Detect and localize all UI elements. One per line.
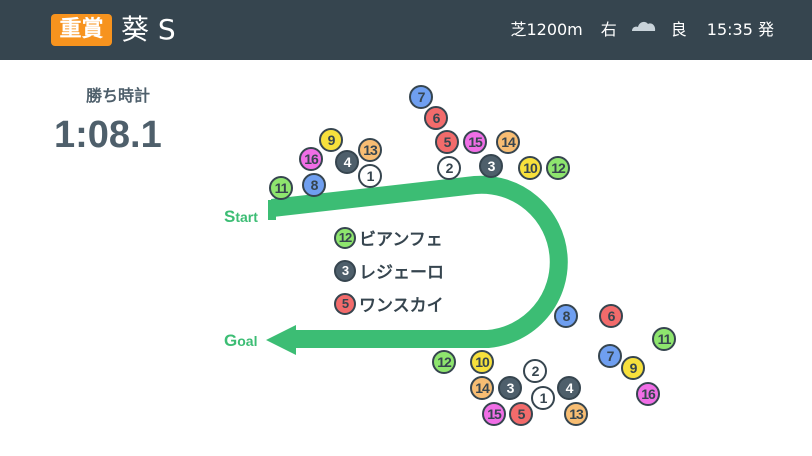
horse-marker: 13	[358, 138, 382, 162]
horse-marker: 7	[409, 85, 433, 109]
horse-marker: 4	[557, 376, 581, 400]
start-time: 15:35 発	[706, 20, 774, 39]
horse-marker: 8	[554, 304, 578, 328]
horse-marker: 16	[636, 382, 660, 406]
track-condition: 良	[670, 20, 687, 39]
horse-marker: 7	[598, 344, 622, 368]
horse-marker: 2	[437, 156, 461, 180]
horse-marker: 3	[479, 154, 503, 178]
race-name: 葵 S	[121, 13, 176, 46]
horse-marker: 16	[299, 147, 323, 171]
goal-label: Goal	[224, 331, 258, 350]
horse-marker: 15	[463, 130, 487, 154]
horse-number-badge: 12	[334, 226, 356, 249]
race-header: 重賞 葵 S 芝1200m 右 良 15:35 発	[0, 0, 812, 60]
horse-marker: 8	[302, 173, 326, 197]
horse-name: ワンスカイ	[359, 296, 444, 316]
horse-name: ビアンフェ	[359, 230, 443, 250]
horse-marker: 15	[482, 402, 506, 426]
horse-number-badge: 3	[334, 259, 356, 282]
horse-marker: 3	[498, 376, 522, 400]
start-gate	[268, 200, 276, 220]
horse-marker: 4	[335, 150, 359, 174]
horse-name: レジェーロ	[359, 263, 444, 283]
horse-marker: 6	[424, 106, 448, 130]
winning-time-label: 勝ち時計	[86, 86, 151, 105]
horse-marker: 13	[564, 402, 588, 426]
horse-marker: 2	[523, 359, 547, 383]
horse-marker: 14	[470, 376, 494, 400]
horse-marker: 5	[435, 130, 459, 154]
winning-time-value: 1:08.1	[54, 114, 162, 156]
surface-distance: 芝1200m	[510, 20, 583, 39]
race-info: 芝1200m 右 良 15:35 発	[510, 18, 774, 42]
horse-marker: 10	[518, 156, 542, 180]
horse-marker: 9	[319, 128, 343, 152]
horse-marker: 10	[470, 350, 494, 374]
horse-marker: 1	[531, 386, 555, 410]
goal-arrow-icon	[266, 325, 296, 355]
horse-marker: 11	[269, 176, 293, 200]
horse-number-badge: 5	[334, 292, 356, 315]
horse-marker: 9	[621, 356, 645, 380]
horse-marker: 12	[546, 156, 570, 180]
horse-marker: 1	[358, 164, 382, 188]
horse-marker: 5	[509, 402, 533, 426]
grade-badge: 重賞	[51, 14, 112, 46]
horse-marker: 12	[432, 350, 456, 374]
horse-marker: 14	[496, 130, 520, 154]
direction: 右	[600, 20, 617, 39]
horse-marker: 6	[599, 304, 623, 328]
start-label: Start	[224, 207, 258, 226]
cloud-icon	[631, 21, 655, 31]
horse-marker: 11	[652, 327, 676, 351]
